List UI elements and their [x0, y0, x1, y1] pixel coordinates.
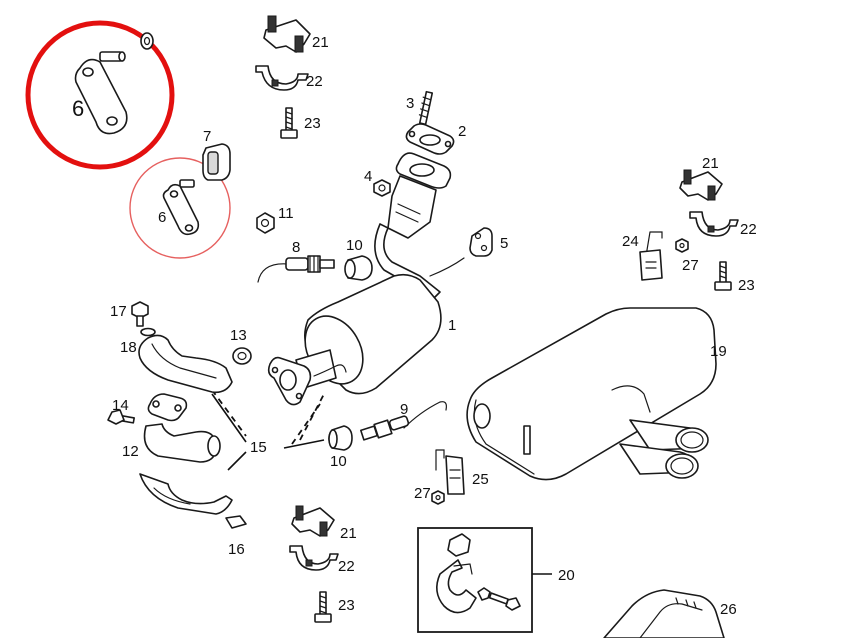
callout-22-bottom: 22	[338, 558, 355, 575]
part-5-rubber-mount: 5	[469, 227, 508, 257]
part-2-gasket: 2	[405, 123, 466, 155]
callout-27-lower: 27	[414, 485, 431, 502]
assembly-dash-lines	[211, 389, 325, 449]
callout-7: 7	[203, 128, 211, 145]
callout-10-upper: 10	[346, 237, 363, 254]
part-16-heat-shield-lower: 16	[139, 473, 247, 558]
part-23-bolt-bottom: 23	[314, 591, 355, 623]
part-22-strap-right: 22	[689, 211, 757, 238]
part-3-stud: 3	[406, 90, 434, 126]
callout-26: 26	[720, 601, 737, 618]
callout-2: 2	[458, 123, 466, 140]
bracket-6-icon	[162, 179, 200, 236]
part-4-nut: 4	[364, 168, 391, 197]
part-9-oxygen-sensor: 9	[359, 401, 447, 441]
callout-6: 6	[158, 209, 166, 226]
callout-4: 4	[364, 168, 372, 185]
part-12-manifold-pipe: 12	[122, 393, 221, 463]
part-18-heat-shield: 18	[120, 334, 233, 394]
part-15-leader-group: 15	[211, 393, 267, 471]
part-13-bush: 13	[230, 327, 252, 365]
callout-5: 5	[500, 235, 508, 252]
callout-23-top: 23	[304, 115, 321, 132]
callout-11: 11	[278, 205, 294, 222]
part-26-heat-shield: 26	[603, 589, 737, 638]
part-10-sleeve-upper: 10	[344, 237, 373, 281]
part-1-front-pipe-and-silencer: 1	[267, 152, 465, 406]
callout-17: 17	[110, 303, 127, 320]
part-22-strap-bottom: 22	[289, 545, 355, 575]
callout-9: 9	[400, 401, 408, 418]
callout-12: 12	[122, 443, 139, 460]
callout-21-top: 21	[312, 34, 329, 51]
callout-21-bottom: 21	[340, 525, 357, 542]
part-23-bolt-top: 23	[280, 107, 321, 139]
callout-3: 3	[406, 95, 414, 112]
bracket-6-zoom-icon	[74, 51, 128, 135]
highlight-circle-small	[129, 157, 231, 259]
part-27-nut-right: 27	[675, 238, 699, 274]
part-27-nut-lower: 27	[414, 485, 445, 505]
part-20-clamp-kit: 20	[417, 527, 575, 633]
callout-6-zoom: 6	[72, 96, 84, 121]
callout-8: 8	[292, 239, 300, 256]
part-7-rubber-hanger: 7	[202, 128, 231, 181]
callout-27-right: 27	[682, 257, 699, 274]
part-21-clamp-right: 21	[679, 155, 723, 201]
part-19-rear-silencer: 19	[466, 307, 727, 481]
part-23-bolt-right: 23	[714, 261, 755, 294]
part-25-bracket: 25	[435, 449, 489, 495]
callout-15: 15	[250, 439, 267, 456]
callout-23-right: 23	[738, 277, 755, 294]
part-17-bolt: 17	[110, 301, 156, 337]
callout-23-bottom: 23	[338, 597, 355, 614]
callout-13: 13	[230, 327, 247, 344]
callout-20: 20	[558, 567, 575, 584]
highlight-circle-large	[25, 20, 175, 170]
part-21-clamp-top: 21	[263, 15, 329, 53]
callout-16: 16	[228, 541, 245, 558]
callout-18: 18	[120, 339, 137, 356]
part-14-bolt: 14	[107, 397, 135, 425]
part-21-clamp-bottom: 21	[291, 505, 357, 542]
nut-fragment-icon	[140, 32, 154, 50]
clamp-kit-box	[417, 527, 533, 633]
callout-24: 24	[622, 233, 639, 250]
part-6-bracket: 6	[129, 157, 231, 259]
part-22-strap-top: 22	[255, 65, 323, 91]
part-11-nut: 11	[256, 205, 294, 234]
callout-25: 25	[472, 471, 489, 488]
callout-10-lower: 10	[330, 453, 347, 470]
part-8-oxygen-sensor: 8	[257, 239, 335, 283]
callout-21-right: 21	[702, 155, 719, 172]
highlight-zoom-part-6: 6	[25, 20, 175, 170]
callout-14: 14	[112, 397, 129, 414]
part-10-sleeve-lower: 10	[328, 425, 353, 470]
callout-22-right: 22	[740, 221, 757, 238]
part-24-bracket: 24	[622, 231, 663, 281]
callout-22-top: 22	[306, 73, 323, 90]
callout-19: 19	[710, 343, 727, 360]
callout-1: 1	[448, 317, 456, 334]
